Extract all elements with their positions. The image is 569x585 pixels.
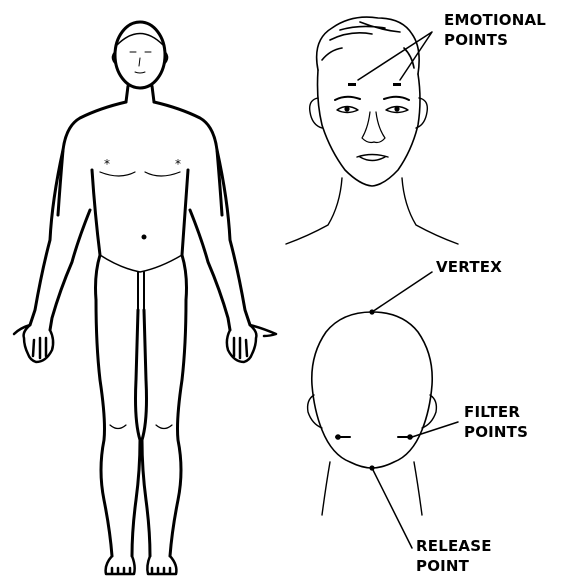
body-left-foot [106,556,135,574]
body-right-nipple-icon: * [175,157,181,171]
release-pointer-line [372,468,412,548]
release-point-label: RELEASE POINT [416,536,492,576]
filter-points-label-line2: POINTS [464,422,528,442]
body-hairline [117,34,163,46]
vertex-label: VERTEX [436,257,502,277]
emotional-point-right [393,83,401,86]
face-figure [286,17,458,244]
vertex-pointer-line [372,272,432,312]
back-head-figure [308,272,458,548]
body-head [115,22,165,88]
body-torso [58,102,222,300]
emotional-point-left [348,83,356,86]
body-left-nipple-icon: * [104,157,110,171]
emotional-points-label-line2: POINTS [444,30,546,50]
release-point-label-line2: POINT [416,556,492,576]
emotional-points-label: EMOTIONAL POINTS [444,10,546,50]
filter-points-label-line1: FILTER [464,402,528,422]
emotional-points-label-line1: EMOTIONAL [444,10,546,30]
body-figure: * * [14,22,276,574]
face-neck [286,178,458,244]
back-head-outline [312,312,432,468]
body-left-hand [14,325,53,362]
face-outline [318,70,421,186]
filter-point-left [335,434,341,440]
emotional-pointer-lines [358,32,432,80]
release-point-label-line1: RELEASE [416,536,492,556]
body-navel-icon [142,235,147,240]
filter-points-label: FILTER POINTS [464,402,528,442]
body-right-foot [147,556,176,574]
filter-pointer-line [412,422,458,437]
face-hair [317,17,420,74]
body-right-hand [227,325,276,362]
